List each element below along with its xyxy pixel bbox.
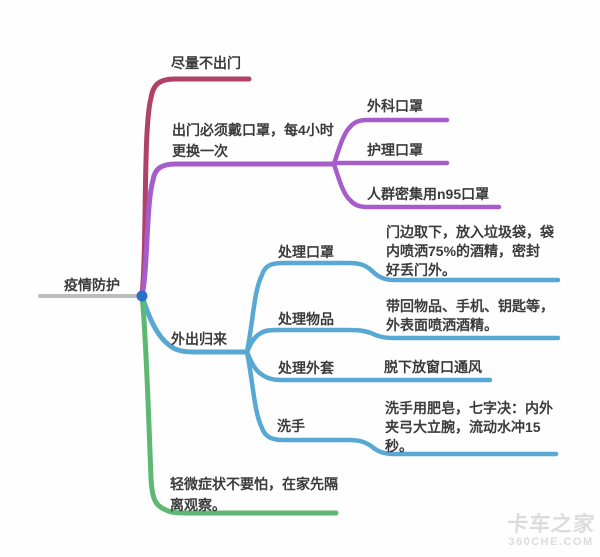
note-handle-mask-line1: 门边取下，放入垃圾袋，袋 <box>386 224 554 240</box>
note-handle-items-line2: 外表面喷洒酒精。 <box>386 317 498 333</box>
branch-wear-mask-line <box>139 161 337 299</box>
node-surgical-mask[interactable]: 外科口罩 <box>367 98 423 114</box>
node-wear-mask-line1: 出门必须戴口罩，每4小时 <box>172 122 334 138</box>
watermark-domain-text: 360CHE.COM <box>508 536 594 548</box>
branch-return-home-line <box>139 293 250 355</box>
note-handle-coat-line1: 脱下放窗口通风 <box>384 359 482 375</box>
note-wash-hands-line2: 夹弓大立腕，流动水冲15 <box>385 419 541 435</box>
note-wash-hands-line1: 洗手用肥皂，七字决：内外 <box>385 400 553 416</box>
watermark-logo-text: 卡车之家 <box>505 513 597 536</box>
note-wash-hands-line3: 秒。 <box>385 438 413 454</box>
node-mild-symptoms-line1: 轻微症状不要怕，在家先隔 <box>170 476 338 492</box>
note-handle-items-line1: 带回物品、手机、钥匙等， <box>386 298 554 314</box>
note-handle-mask[interactable]: 门边取下，放入垃圾袋，袋 内喷洒75%的酒精，密封 好丢门外。 <box>386 223 554 280</box>
node-n95-mask[interactable]: 人群密集用n95口罩 <box>367 186 490 202</box>
note-wash-hands[interactable]: 洗手用肥皂，七字决：内外 夹弓大立腕，流动水冲15 秒。 <box>385 399 553 456</box>
node-wash-hands[interactable]: 洗手 <box>277 418 305 434</box>
node-stay-home[interactable]: 尽量不出门 <box>171 55 241 71</box>
note-handle-coat[interactable]: 脱下放窗口通风 <box>384 358 482 377</box>
note-handle-items[interactable]: 带回物品、手机、钥匙等， 外表面喷洒酒精。 <box>386 297 554 335</box>
root-node-dot[interactable] <box>136 290 148 302</box>
node-root[interactable]: 疫情防护 <box>64 277 120 293</box>
note-handle-mask-line3: 好丢门外。 <box>386 262 456 278</box>
branch-stay-home-line <box>139 76 252 297</box>
node-handle-items[interactable]: 处理物品 <box>278 311 334 327</box>
branch-handle-mask-line <box>244 260 561 355</box>
node-handle-mask[interactable]: 处理口罩 <box>278 244 334 260</box>
branch-wash-hands-line <box>244 349 559 457</box>
node-wear-mask[interactable]: 出门必须戴口罩，每4小时 更换一次 <box>172 120 334 162</box>
node-mild-symptoms-line2: 离观察。 <box>170 497 226 513</box>
node-care-mask[interactable]: 护理口罩 <box>367 142 423 158</box>
branch-mild-symptoms-line <box>139 293 339 516</box>
node-wear-mask-line2: 更换一次 <box>172 143 228 159</box>
note-handle-mask-line2: 内喷洒75%的酒精，密封 <box>386 243 541 259</box>
node-return-home[interactable]: 外出归来 <box>171 331 227 347</box>
branch-handle-items-line <box>244 327 561 355</box>
branch-n95-mask-line <box>331 161 502 210</box>
watermark: 卡车之家 360CHE.COM <box>505 513 597 549</box>
branch-surgical-mask-line <box>331 117 450 167</box>
node-mild-symptoms[interactable]: 轻微症状不要怕，在家先隔 离观察。 <box>170 474 338 516</box>
node-handle-coat[interactable]: 处理外套 <box>278 360 334 376</box>
